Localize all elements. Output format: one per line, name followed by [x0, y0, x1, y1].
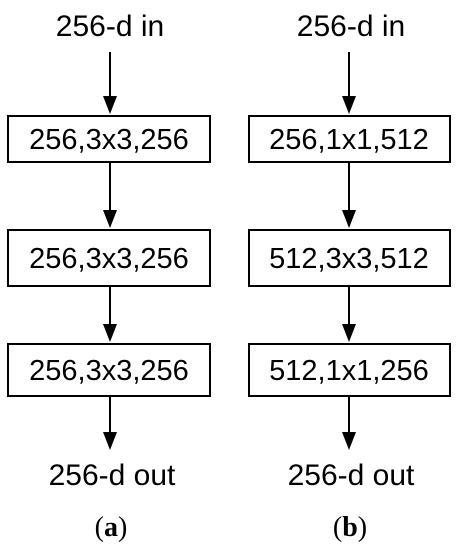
panel-b-arrowhead-3 [342, 324, 356, 342]
panel-b-block-3-label: 512,1x1,256 [269, 355, 429, 387]
panel-b-arrowhead-1 [342, 96, 356, 114]
panel-a-caption: (a) [95, 512, 128, 543]
panel-b-arrowhead-2 [342, 210, 356, 228]
panel-b-block-1: 256,1x1,512 [248, 115, 451, 163]
panel-a-block-2-label: 256,3x3,256 [29, 243, 189, 275]
panel-b-input-label: 256-d in [297, 10, 405, 43]
panel-b-block-2-label: 512,3x3,512 [269, 243, 429, 275]
panel-a-output-label: 256-d out [49, 459, 176, 492]
panel-a-block-3: 256,3x3,256 [7, 343, 211, 397]
panel-a-arrowhead-1 [103, 96, 117, 114]
panel-b-block-2: 512,3x3,512 [248, 229, 451, 287]
panel-b-block-3: 512,1x1,256 [248, 343, 451, 397]
panel-a-input-label: 256-d in [56, 10, 164, 43]
panel-b-block-1-label: 256,1x1,512 [269, 124, 429, 156]
panel-a-block-1-label: 256,3x3,256 [29, 124, 189, 156]
panel-a-block-1: 256,3x3,256 [7, 115, 211, 163]
panel-a-block-3-label: 256,3x3,256 [29, 355, 189, 387]
panel-a-arrowhead-2 [103, 210, 117, 228]
panel-b-caption: (b) [333, 512, 367, 543]
panel-a-arrowhead-3 [103, 324, 117, 342]
panel-b-arrowhead-4 [342, 432, 356, 450]
panel-a-block-2: 256,3x3,256 [7, 229, 211, 287]
panel-b-output-label: 256-d out [288, 459, 415, 492]
panel-a: 256-d in 256,3x3,256 256,3x3,256 256,3x3… [7, 10, 211, 543]
panel-a-arrowhead-4 [103, 432, 117, 450]
panel-b: 256-d in 256,1x1,512 512,3x3,512 512,1x1… [248, 10, 451, 543]
